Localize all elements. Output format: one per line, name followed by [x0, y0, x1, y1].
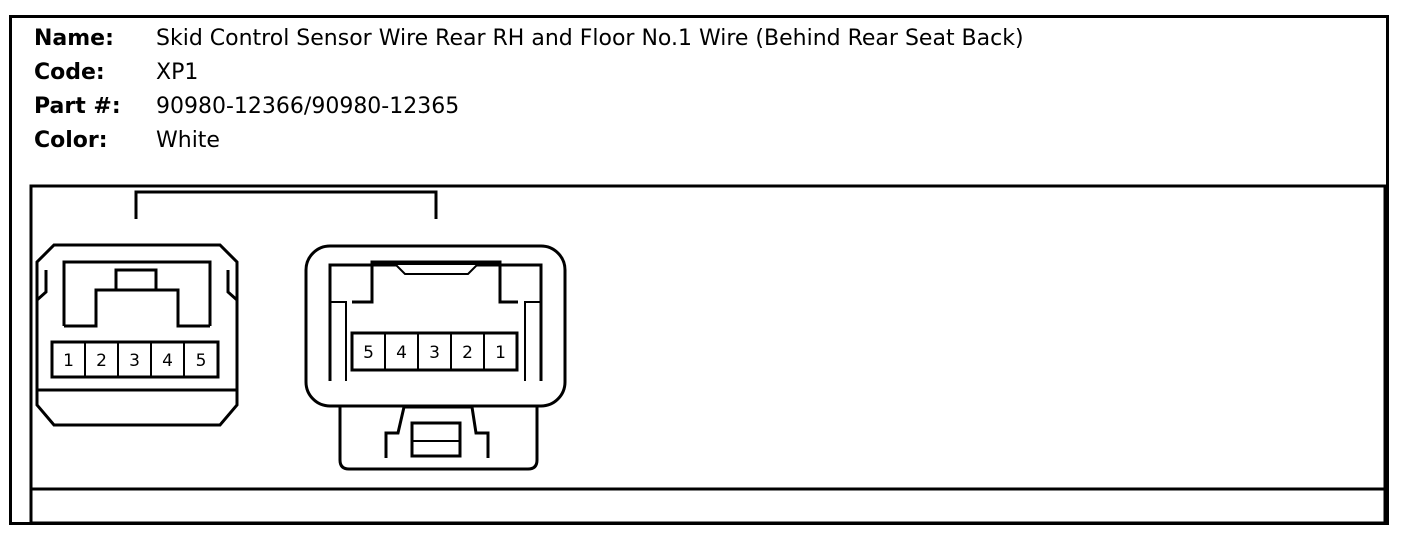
color-label: Color: — [34, 128, 108, 153]
left-connector-pin-block — [50, 340, 220, 379]
right-connector-lock-slot — [392, 263, 481, 275]
left-connector-lock-tab — [114, 268, 158, 292]
part-label: Part #: — [34, 94, 121, 119]
connector-info-block: Name: Skid Control Sensor Wire Rear RH a… — [34, 22, 1334, 158]
color-value: White — [156, 128, 220, 153]
right-pin-label: 2 — [462, 343, 473, 363]
left-pin-label: 5 — [196, 351, 207, 371]
part-row: Part #: 90980-12366/90980-12365 — [34, 90, 1334, 124]
left-connector-notch-right — [226, 270, 238, 302]
code-value: XP1 — [156, 60, 199, 85]
right-pin-label: 3 — [429, 343, 440, 363]
code-row: Code: XP1 — [34, 56, 1334, 90]
left-pin-label: 1 — [63, 351, 74, 371]
left-connector: 1 2 3 4 5 — [35, 243, 239, 427]
name-label: Name: — [34, 26, 114, 51]
diagram-panel — [29, 184, 1387, 525]
right-pin-label: 4 — [396, 343, 407, 363]
color-row: Color: White — [34, 124, 1334, 158]
right-connector-lock-step — [352, 260, 518, 304]
right-connector-latch-button — [410, 421, 462, 458]
right-pin-label: 5 — [363, 343, 374, 363]
right-connector-side-guide-left — [330, 301, 347, 381]
left-pin-label: 2 — [96, 351, 107, 371]
left-connector-inner-wall — [62, 260, 212, 326]
right-connector-pin-block — [350, 331, 519, 372]
part-value: 90980-12366/90980-12365 — [156, 94, 460, 119]
left-connector-housing — [35, 243, 239, 427]
right-connector-side-guide-right — [524, 301, 541, 381]
right-connector: 5 4 3 2 1 — [304, 244, 567, 471]
right-connector-latch-tab — [384, 405, 490, 458]
name-value: Skid Control Sensor Wire Rear RH and Flo… — [156, 26, 1024, 51]
left-pin-label: 3 — [129, 351, 140, 371]
mating-pair-bracket — [134, 190, 438, 219]
right-pin-label: 1 — [495, 343, 506, 363]
left-connector-notch-left — [36, 270, 48, 302]
left-pin-label: 4 — [162, 351, 173, 371]
name-row: Name: Skid Control Sensor Wire Rear RH a… — [34, 22, 1334, 56]
code-label: Code: — [34, 60, 105, 85]
